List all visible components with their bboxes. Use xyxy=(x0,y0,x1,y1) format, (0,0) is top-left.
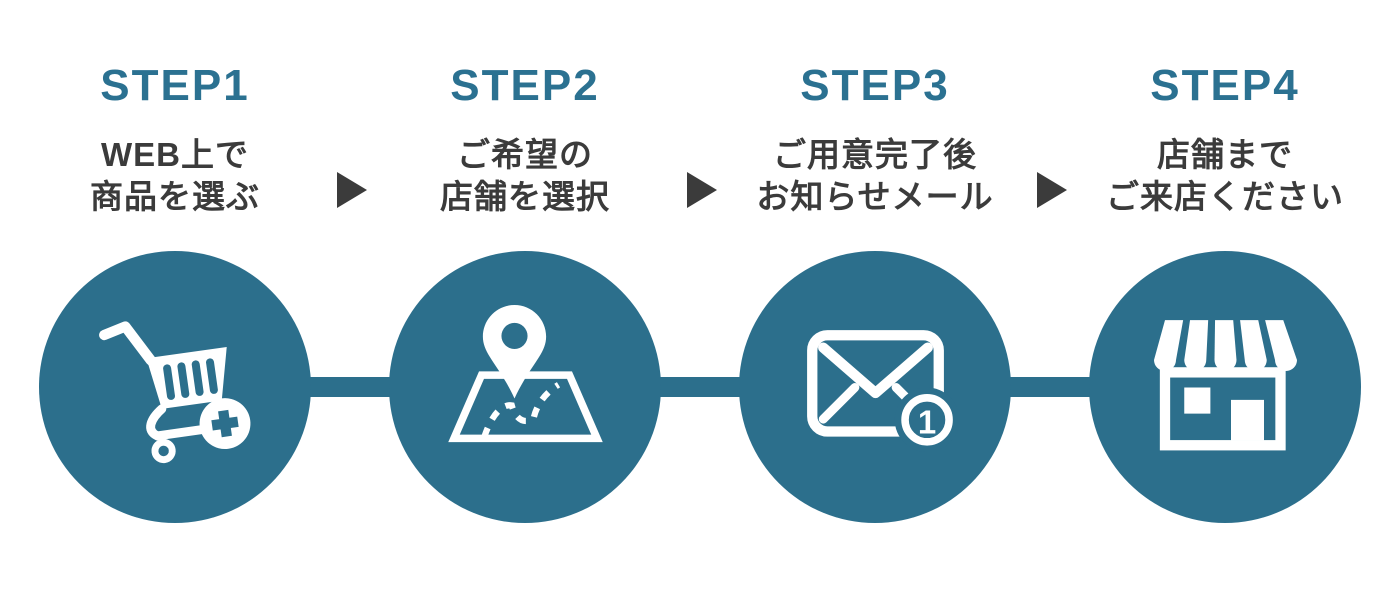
step-column-1: STEP1 WEB上で 商品を選ぶ xyxy=(0,0,350,600)
map-pin-icon xyxy=(447,304,603,442)
mail-badge-count: 1 xyxy=(917,403,935,440)
arrow-right-icon xyxy=(1037,172,1067,208)
step-4-description-line-1: 店舗まで xyxy=(1157,136,1293,173)
step-2-circle xyxy=(389,251,661,523)
step-1-circle xyxy=(39,251,311,523)
step-1-title: STEP1 xyxy=(100,61,250,110)
connector-bar xyxy=(175,377,1225,397)
step-3-circle: 1 xyxy=(739,251,1011,523)
step-3-title: STEP3 xyxy=(800,61,950,110)
cart-plus-icon xyxy=(98,320,250,463)
step-1-description: WEB上で 商品を選ぶ xyxy=(0,134,350,218)
step-column-3: STEP3 ご用意完了後 お知らせメール 1 xyxy=(700,0,1050,600)
step-4-description: 店舗まで ご来店ください xyxy=(1050,134,1400,218)
arrow-right-icon xyxy=(687,172,717,208)
step-4-circle xyxy=(1089,251,1361,523)
step-2-title: STEP2 xyxy=(450,61,600,110)
step-4-description-line-2: ご来店ください xyxy=(1106,178,1344,215)
storefront-icon xyxy=(1153,319,1297,450)
step-3-description-line-2: お知らせメール xyxy=(756,178,994,215)
mail-notification-icon: 1 xyxy=(806,329,958,452)
step-2-description-line-1: ご希望の xyxy=(457,136,593,173)
step-4-title: STEP4 xyxy=(1150,61,1300,110)
step-column-4: STEP4 店舗まで ご来店ください xyxy=(1050,0,1400,600)
step-2-description-line-2: 店舗を選択 xyxy=(440,178,610,215)
step-1-description-line-2: 商品を選ぶ xyxy=(90,178,260,215)
step-column-2: STEP2 ご希望の 店舗を選択 xyxy=(350,0,700,600)
step-2-description: ご希望の 店舗を選択 xyxy=(350,134,700,218)
step-3-description-line-1: ご用意完了後 xyxy=(773,136,977,173)
step-1-description-line-1: WEB上で xyxy=(101,136,249,173)
step-3-description: ご用意完了後 お知らせメール xyxy=(700,134,1050,218)
arrow-right-icon xyxy=(337,172,367,208)
